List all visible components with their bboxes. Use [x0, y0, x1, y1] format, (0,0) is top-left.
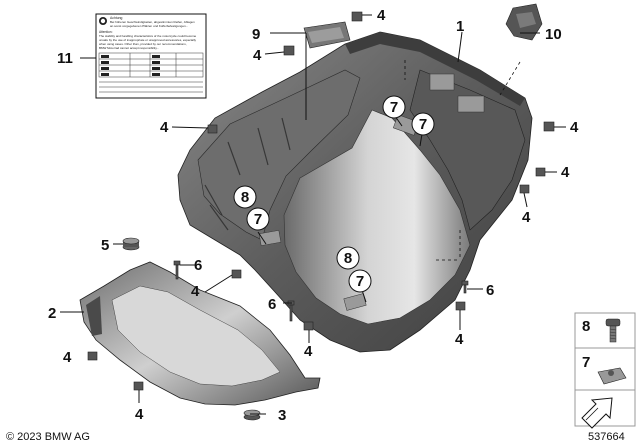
leader-lines [60, 14, 566, 415]
arrow-icon [581, 397, 613, 429]
label-line-8: BMW Motorrad cannot accept responsibilit… [99, 46, 159, 50]
callout-4i: 4 [304, 343, 313, 360]
copyright-text: © 2023 BMW AG [6, 431, 90, 443]
screw-icon [605, 318, 621, 343]
bracket-cap [505, 3, 543, 41]
cover-plate [303, 21, 351, 49]
callout-4f: 4 [522, 209, 531, 226]
legend-panel: 8 7 [574, 312, 636, 429]
callout-4e: 4 [561, 164, 570, 181]
label-line-5: The stability and handling characteristi… [99, 34, 197, 38]
pressure-table-graphic [98, 52, 204, 78]
legend-label-8: 8 [582, 318, 590, 335]
legend-label-7: 7 [582, 354, 590, 371]
callout-4h: 4 [455, 331, 464, 348]
circled-7b: 7 [411, 112, 435, 136]
callout-2: 2 [48, 305, 56, 322]
circled-7d: 7 [348, 269, 372, 293]
callout-9: 9 [252, 26, 260, 43]
callout-4j: 4 [63, 349, 72, 366]
svg-text:7: 7 [390, 99, 398, 116]
bmw-logo-icon [99, 17, 107, 25]
callout-4k: 4 [135, 406, 144, 423]
label-line-7: when using cases. Other than, provided b… [99, 42, 187, 46]
circled-8a: 8 [233, 185, 257, 209]
lower-trim-panel [79, 261, 321, 406]
callout-6a: 6 [194, 257, 202, 274]
callout-10: 10 [545, 26, 562, 43]
rubber-plug [122, 237, 140, 251]
callouts: 1 2 3 5 6 6 6 9 10 11 4 4 4 4 4 4 4 4 4 … [48, 7, 579, 424]
rubber-grommet [243, 409, 261, 421]
svg-text:8: 8 [241, 189, 249, 206]
label-line-1: Achtung [110, 16, 123, 20]
callout-4b: 4 [253, 47, 262, 64]
svg-text:7: 7 [254, 211, 262, 228]
callout-4c: 4 [160, 119, 169, 136]
svg-text:7: 7 [356, 273, 364, 290]
circled-8b: 8 [336, 246, 360, 270]
case-shell [177, 31, 533, 353]
circled-callouts: 7 7 8 7 8 7 [233, 95, 435, 293]
svg-text:8: 8 [344, 250, 352, 267]
callout-4d: 4 [570, 119, 579, 136]
callout-6c: 6 [486, 282, 494, 299]
label-line-2: Bei höheren Geschwindigkeiten, abgestimm… [110, 20, 195, 24]
svg-text:7: 7 [419, 116, 427, 133]
warning-label-card: Achtung Bei höheren Geschwindigkeiten, a… [95, 13, 207, 99]
callout-11: 11 [57, 50, 73, 67]
label-line-6: unsafe by the use of inappropriate or un… [99, 38, 197, 42]
callout-1: 1 [456, 18, 464, 35]
callout-4g: 4 [191, 283, 200, 300]
callout-3: 3 [278, 407, 286, 424]
label-line-3: an sonst vorgegebenen Plätzen und Koffer… [110, 24, 188, 28]
callout-6b: 6 [268, 296, 276, 313]
clip-nut-icon [597, 367, 627, 385]
circled-7c: 7 [246, 207, 270, 231]
callout-4a: 4 [377, 7, 386, 24]
label-line-4: Attention: [99, 30, 113, 34]
clip-nuts [87, 11, 555, 391]
diagram-number: 537664 [588, 431, 625, 443]
circled-7a: 7 [382, 95, 406, 119]
callout-5: 5 [101, 237, 109, 254]
